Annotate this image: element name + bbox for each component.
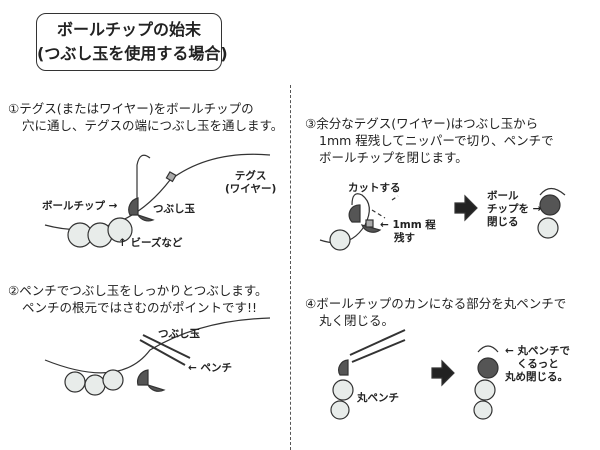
label-close-line2: チップを → xyxy=(487,203,542,215)
label-curl-line1: ← 丸ペンチで xyxy=(505,345,570,357)
bead xyxy=(64,371,86,393)
label-leave: ← 1mm 程 残す xyxy=(380,219,436,245)
dashed-divider xyxy=(290,85,291,450)
thread-line-2 xyxy=(44,317,271,374)
crimp-bead xyxy=(365,219,374,228)
round-pliers xyxy=(349,329,406,363)
step-1-line2: 穴に通し、テグスの端につぶし玉を通します。 xyxy=(22,118,284,133)
step-3-line2: 1mm 程残してニッパーで切り、ペンチで xyxy=(319,133,554,148)
label-thread-line2: (ワイヤー) xyxy=(225,183,277,195)
bead xyxy=(330,400,350,420)
label-leave-line2: 残す xyxy=(394,232,415,244)
ball-tip-half xyxy=(348,204,361,223)
label-close-line1: ボール xyxy=(487,190,519,202)
bead xyxy=(473,400,493,420)
label-pliers: ← ペンチ xyxy=(188,362,232,374)
label-leave-line1: ← 1mm 程 xyxy=(380,219,436,231)
step-number: ④ xyxy=(305,296,317,311)
step-3-text: ③余分なテグス(ワイヤー)はつぶし玉から 1mm 程残してニッパーで切り、ペンチ… xyxy=(305,115,554,166)
step-3-line3: ボールチップを閉じます。 xyxy=(319,150,468,165)
label-thread: テグス (ワイヤー) xyxy=(225,170,276,196)
bead xyxy=(107,217,133,243)
ball-tip-half xyxy=(137,369,149,386)
title-box: ボールチップの始末 (つぶし玉を使用する場合) xyxy=(36,13,228,71)
label-thread-line1: テグス xyxy=(234,170,267,182)
ball-tip-half xyxy=(128,197,139,216)
step-4-line2: 丸く閉じる。 xyxy=(319,313,395,328)
step-2-text: ②ペンチでつぶし玉をしっかりとつぶします。 ペンチの根元ではさむのがポイントです… xyxy=(8,282,267,316)
step-4-line1: ボールチップのカンになる部分を丸ペンチで xyxy=(316,296,567,311)
step-1-text: ①テグス(またはワイヤー)をボールチップの 穴に通し、テグスの端につぶし玉を通し… xyxy=(8,100,283,134)
step-1-line1: テグス(またはワイヤー)をボールチップの xyxy=(19,101,254,116)
pliers xyxy=(139,334,191,366)
cut-line xyxy=(371,195,399,219)
bead xyxy=(332,379,354,401)
rotation-arrow xyxy=(539,187,566,196)
label-cut: カットする xyxy=(348,182,401,194)
curl-arrow xyxy=(477,345,499,353)
label-curl-line3: 丸め閉じる。 xyxy=(505,371,568,383)
ball-tip-half xyxy=(146,383,166,392)
bead xyxy=(84,374,106,396)
ball-tip-half xyxy=(338,359,349,376)
step-number: ① xyxy=(8,101,20,116)
label-crimp-bead: つぶし玉 xyxy=(158,328,200,340)
step-4-text: ④ボールチップのカンになる部分を丸ペンチで 丸く閉じる。 xyxy=(305,295,566,329)
label-round-pliers: 丸ペンチ xyxy=(357,392,399,404)
ball-tip-half xyxy=(136,213,155,222)
label-close-tip: ボール チップを → 閉じる xyxy=(487,190,541,229)
ball-tip-hook-1 xyxy=(136,154,151,205)
bead xyxy=(329,229,351,251)
title-line1: ボールチップの始末 xyxy=(56,20,201,39)
step-number: ③ xyxy=(305,116,317,131)
label-ball-tip: ボールチップ → xyxy=(42,200,118,212)
step-number: ② xyxy=(8,283,20,298)
bead xyxy=(537,217,559,239)
ball-tip-closed xyxy=(539,194,561,216)
crimp-bead xyxy=(165,171,177,183)
step-2-line2: ペンチの根元ではさむのがポイントです!! xyxy=(22,300,258,315)
label-curl-line2: くるっと xyxy=(517,358,559,370)
label-curl: ← 丸ペンチで くるっと 丸め閉じる。 xyxy=(505,345,570,384)
label-crimp-bead: つぶし玉 xyxy=(153,203,195,215)
bead xyxy=(102,369,124,391)
bead xyxy=(474,379,496,401)
ball-tip-closed xyxy=(477,357,499,379)
arrow-right-icon xyxy=(431,359,455,387)
title-line2: (つぶし玉を使用する場合) xyxy=(37,44,228,63)
label-beads: ↑ ビーズなど xyxy=(118,237,183,249)
step-2-line1: ペンチでつぶし玉をしっかりとつぶします。 xyxy=(19,283,268,298)
step-3-line1: 余分なテグス(ワイヤー)はつぶし玉から xyxy=(316,116,539,131)
arrow-right-icon xyxy=(454,194,478,222)
label-close-line3: 閉じる xyxy=(487,216,519,228)
